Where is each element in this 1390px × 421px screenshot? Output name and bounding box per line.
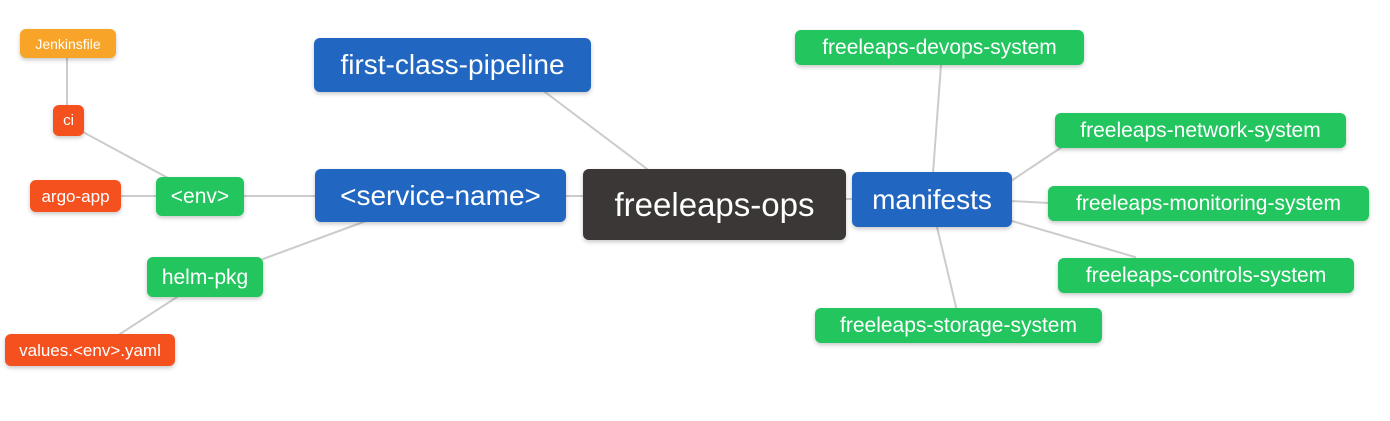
node-devops-system[interactable]: freeleaps-devops-system (795, 30, 1084, 65)
node-helm-pkg[interactable]: helm-pkg (147, 257, 263, 297)
node-network-system[interactable]: freeleaps-network-system (1055, 113, 1346, 148)
node-storage-system[interactable]: freeleaps-storage-system (815, 308, 1102, 343)
node-service-name[interactable]: <service-name> (315, 169, 566, 222)
node-env[interactable]: <env> (156, 177, 244, 216)
node-freeleaps-ops[interactable]: freeleaps-ops (583, 169, 846, 240)
node-jenkinsfile[interactable]: Jenkinsfile (20, 29, 116, 58)
edge-manifests-storage (936, 226, 957, 308)
node-ci[interactable]: ci (53, 105, 84, 136)
edge-manifests-controls (1011, 220, 1136, 258)
edge-manifests-monitoring (1010, 200, 1050, 204)
edge-manifests-network (1010, 146, 1063, 182)
edge-ci-env (82, 131, 169, 179)
node-monitoring-system[interactable]: freeleaps-monitoring-system (1048, 186, 1369, 221)
node-argo-app[interactable]: argo-app (30, 180, 121, 212)
edge-manifests-devops (932, 64, 942, 174)
node-values-env-yaml[interactable]: values.<env>.yaml (5, 334, 175, 366)
node-manifests[interactable]: manifests (852, 172, 1012, 227)
edge-helmpkg-servicename (262, 220, 367, 260)
node-controls-system[interactable]: freeleaps-controls-system (1058, 258, 1354, 293)
node-first-class-pipeline[interactable]: first-class-pipeline (314, 38, 591, 92)
edge-values-helmpkg (119, 296, 178, 335)
edge-fcp-ops (544, 91, 652, 173)
